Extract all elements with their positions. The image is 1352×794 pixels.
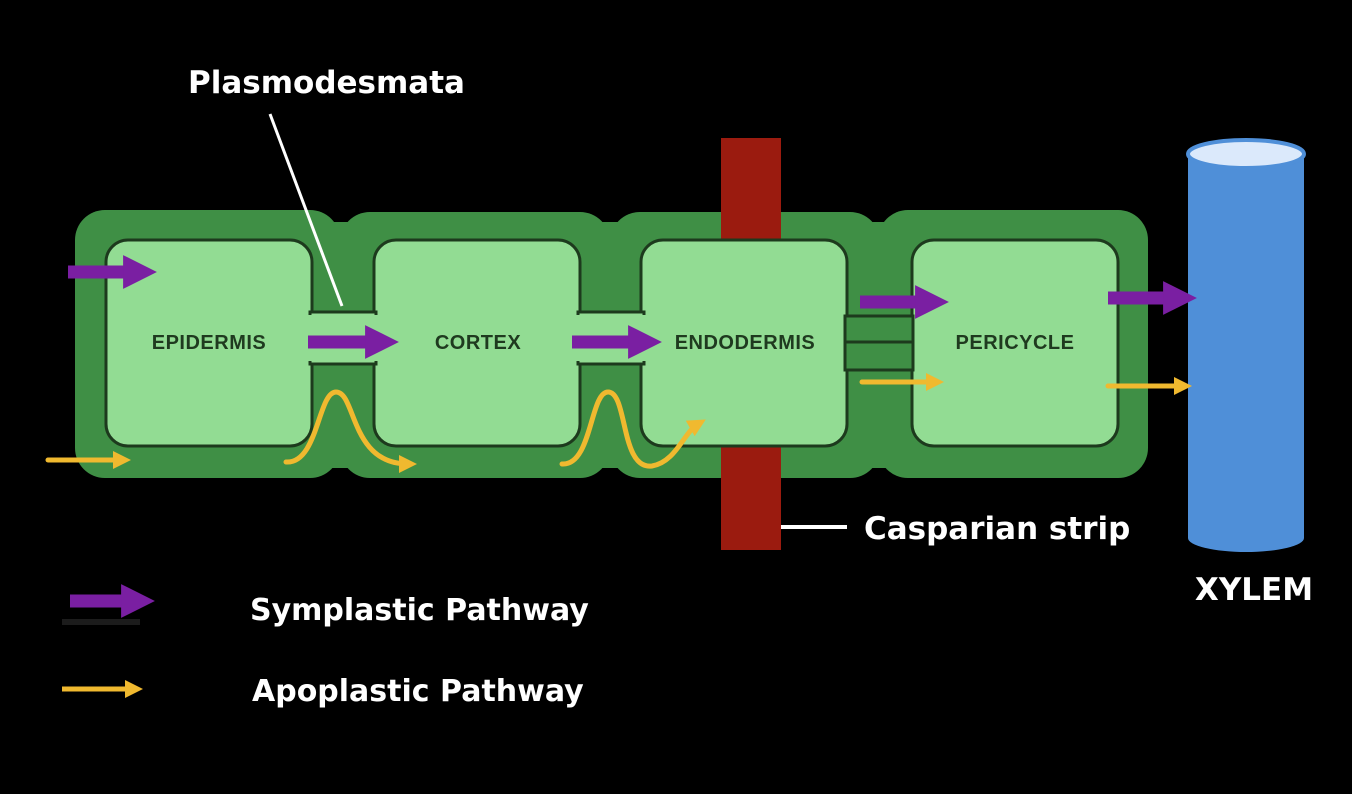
xylem-top	[1186, 138, 1306, 170]
plasmodesmata-leader-line	[268, 113, 344, 307]
plasmodesma-channel-4	[843, 340, 915, 372]
casparian-strip-top	[721, 138, 781, 248]
cell-label-endodermis: ENDODERMIS	[675, 332, 816, 354]
cells	[104, 238, 1120, 448]
xylem-vessel	[1186, 138, 1306, 552]
xylem-body	[1188, 154, 1304, 552]
cell-label-pericycle: PERICYCLE	[956, 332, 1075, 354]
casparian-strip-label: Casparian strip	[864, 511, 1130, 547]
legend-label-apoplastic: Apoplastic Pathway	[252, 674, 584, 709]
apoplastic-arrows	[45, 373, 1192, 473]
apoplastic-arrow-3	[559, 389, 706, 469]
cell-label-cortex: CORTEX	[435, 332, 522, 354]
apoplastic-arrow-2	[283, 389, 417, 473]
casparian-strip-bottom	[721, 440, 781, 550]
plasmodesmata-label: Plasmodesmata	[188, 65, 465, 101]
legend: Symplastic Pathway Apoplastic Pathway	[62, 584, 589, 709]
legend-label-symplastic: Symplastic Pathway	[250, 593, 589, 628]
cell-label-epidermis: EPIDERMIS	[152, 332, 267, 354]
symplastic-arrows	[68, 255, 1197, 359]
xylem-label: XYLEM	[1195, 572, 1313, 608]
plasmodesma-channel-3	[843, 314, 915, 344]
